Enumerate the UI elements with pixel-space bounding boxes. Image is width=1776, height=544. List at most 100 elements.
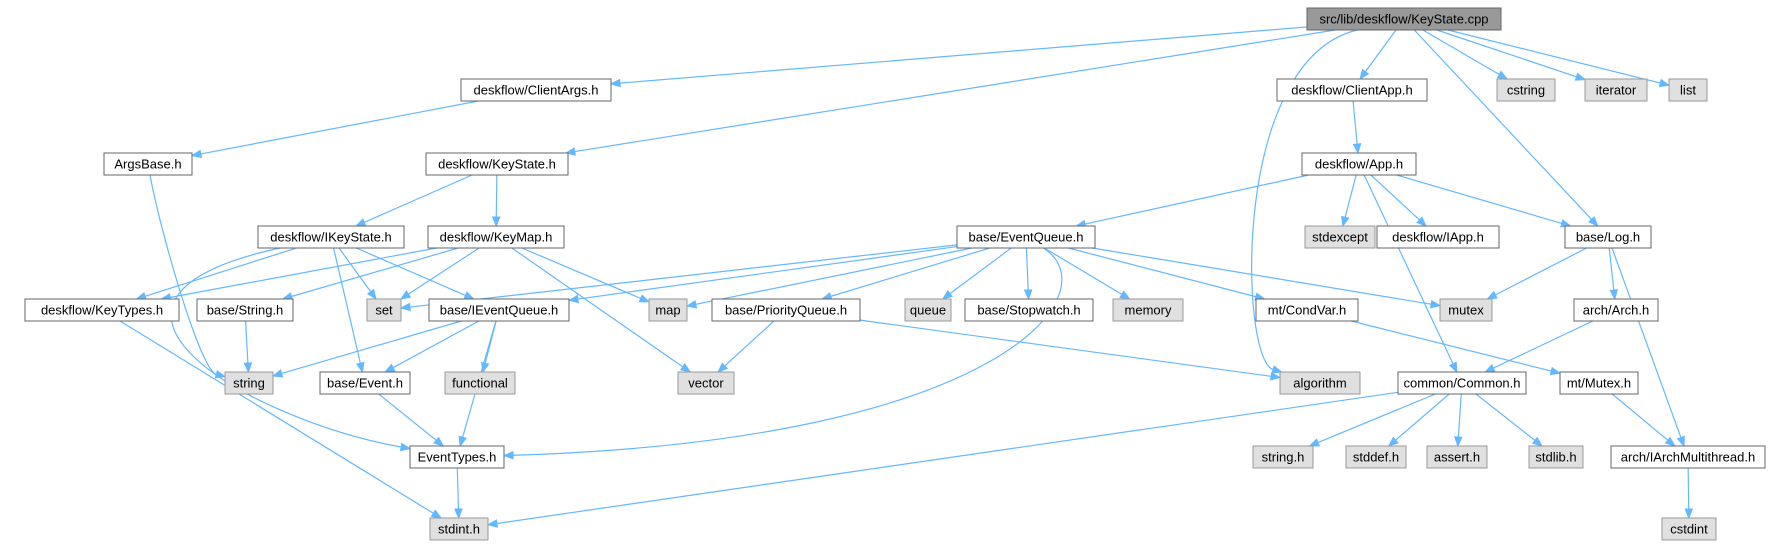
node-assert-h[interactable]: assert.h xyxy=(1426,445,1488,469)
node-ikeystate-h[interactable]: deskflow/IKeyState.h xyxy=(257,225,405,249)
node-box xyxy=(1112,298,1184,322)
edge-arrowhead xyxy=(356,361,365,374)
node-clientapp-h[interactable]: deskflow/ClientApp.h xyxy=(1276,78,1428,102)
node-label: algorithm xyxy=(1293,376,1346,391)
node-iapp-h[interactable]: deskflow/IApp.h xyxy=(1376,225,1500,249)
node-vector[interactable]: vector xyxy=(677,371,735,395)
node-box xyxy=(1661,517,1717,541)
edge-arrowhead xyxy=(1271,365,1284,374)
node-queue[interactable]: queue xyxy=(904,298,952,322)
node-label: arch/Arch.h xyxy=(1583,303,1649,318)
edge-arrowhead xyxy=(1588,216,1599,227)
edge-arrowhead xyxy=(1119,290,1131,300)
node-common-h[interactable]: common/Common.h xyxy=(1397,371,1527,395)
node-label: iterator xyxy=(1596,83,1637,98)
node-condvar-h[interactable]: mt/CondVar.h xyxy=(1255,298,1359,322)
edge-arrowhead xyxy=(430,509,443,519)
node-keystate-h[interactable]: deskflow/KeyState.h xyxy=(425,152,569,176)
node-eventtypes-h[interactable]: EventTypes.h xyxy=(409,445,505,469)
edge-basestring_h-to-string xyxy=(243,320,253,374)
node-app-h[interactable]: deskflow/App.h xyxy=(1301,152,1417,176)
node-cstring[interactable]: cstring xyxy=(1496,78,1556,102)
node-log-h[interactable]: base/Log.h xyxy=(1564,225,1652,249)
node-clientargs-h[interactable]: deskflow/ClientArgs.h xyxy=(460,78,612,102)
node-memory[interactable]: memory xyxy=(1112,298,1184,322)
node-map[interactable]: map xyxy=(648,298,688,322)
edge-app_h-to-stdexcept xyxy=(1341,174,1357,228)
node-list[interactable]: list xyxy=(1668,78,1708,102)
node-functional[interactable]: functional xyxy=(444,371,516,395)
node-label: vector xyxy=(688,376,724,391)
edge-arrowhead xyxy=(190,149,203,159)
edge-eventqueue_h-to-eventtypes_h xyxy=(502,247,1063,460)
node-stopwatch-h[interactable]: base/Stopwatch.h xyxy=(964,298,1094,322)
node-mutex[interactable]: mutex xyxy=(1439,298,1493,322)
node-cstdint[interactable]: cstdint xyxy=(1661,517,1717,541)
node-string[interactable]: string xyxy=(224,371,274,395)
edge-arrowhead xyxy=(1429,299,1442,309)
node-stddef-h[interactable]: stddef.h xyxy=(1345,445,1407,469)
node-argsbase-h[interactable]: ArgsBase.h xyxy=(103,152,193,176)
node-label: stdint.h xyxy=(438,522,480,537)
node-stdexcept[interactable]: stdexcept xyxy=(1304,225,1376,249)
node-eventqueue-h[interactable]: base/EventQueue.h xyxy=(956,225,1096,249)
node-label: base/Log.h xyxy=(1576,230,1640,245)
edge-line xyxy=(1475,393,1536,441)
node-label: deskflow/ClientArgs.h xyxy=(474,83,599,98)
node-priorityqueue-h[interactable]: base/PriorityQueue.h xyxy=(711,298,861,322)
node-algorithm[interactable]: algorithm xyxy=(1279,371,1361,395)
edge-app_h-to-eventqueue_h xyxy=(1074,174,1309,229)
edge-arrowhead xyxy=(271,369,284,378)
edge-line xyxy=(949,247,1012,295)
edge-eventqueue_h-to-condvar_h xyxy=(1068,247,1266,301)
node-string-h[interactable]: string.h xyxy=(1252,445,1314,469)
node-label: map xyxy=(655,303,680,318)
edge-line xyxy=(724,320,775,367)
edge-ikeystate_h-to-eventtypes_h xyxy=(170,247,412,452)
node-event-h[interactable]: base/Event.h xyxy=(319,371,411,395)
edge-common_h-to-stddef_h xyxy=(1387,393,1450,447)
node-box xyxy=(648,298,688,322)
node-label: deskflow/KeyMap.h xyxy=(440,230,553,245)
node-label: base/PriorityQueue.h xyxy=(725,303,847,318)
edge-arrowhead xyxy=(1549,366,1562,376)
edge-ieventqueue_h-to-string xyxy=(271,320,462,378)
node-keystate-cpp[interactable]: src/lib/deskflow/KeyState.cpp xyxy=(1306,7,1502,31)
node-set[interactable]: set xyxy=(366,298,402,322)
node-box xyxy=(677,371,735,395)
edge-keymap_h-to-set xyxy=(399,247,480,300)
node-box xyxy=(257,225,405,249)
node-stdint-h[interactable]: stdint.h xyxy=(429,517,489,541)
node-label: set xyxy=(375,303,393,318)
node-arch-h[interactable]: arch/Arch.h xyxy=(1573,298,1659,322)
edge-arrowhead xyxy=(1352,143,1362,155)
edge-line xyxy=(332,247,361,364)
node-ieventqueue-h[interactable]: base/IEventQueue.h xyxy=(428,298,570,322)
node-box xyxy=(366,298,402,322)
edge-keymap_h-to-basestring_h xyxy=(281,247,459,301)
edge-common_h-to-assert_h xyxy=(1454,393,1463,448)
node-label: deskflow/ClientApp.h xyxy=(1291,83,1412,98)
node-box xyxy=(1304,225,1376,249)
edge-eventqueue_h-to-memory xyxy=(1044,247,1131,300)
edge-line xyxy=(1363,174,1454,365)
edges-layer xyxy=(119,26,1694,528)
node-basestring-h[interactable]: base/String.h xyxy=(196,298,294,322)
edge-keystate_cpp-to-log_h xyxy=(1413,29,1599,227)
node-stdlib-h[interactable]: stdlib.h xyxy=(1528,445,1584,469)
edge-line xyxy=(1352,100,1358,145)
node-iterator[interactable]: iterator xyxy=(1584,78,1648,102)
node-iarchmultithread-h[interactable]: arch/IArchMultithread.h xyxy=(1610,445,1766,469)
edge-line xyxy=(1687,467,1690,510)
edge-line xyxy=(456,467,460,510)
node-box xyxy=(1306,7,1502,31)
edge-line xyxy=(1447,29,1661,84)
edge-arrowhead xyxy=(1269,371,1282,381)
node-keytypes-h[interactable]: deskflow/KeyTypes.h xyxy=(24,298,180,322)
edge-line xyxy=(356,247,466,296)
edge-line xyxy=(378,393,437,441)
node-keymap-h[interactable]: deskflow/KeyMap.h xyxy=(427,225,565,249)
edge-keystate_h-to-keymap_h xyxy=(491,174,501,228)
node-mutex-h[interactable]: mt/Mutex.h xyxy=(1559,371,1639,395)
edge-eventqueue_h-to-mutex xyxy=(1092,247,1442,309)
